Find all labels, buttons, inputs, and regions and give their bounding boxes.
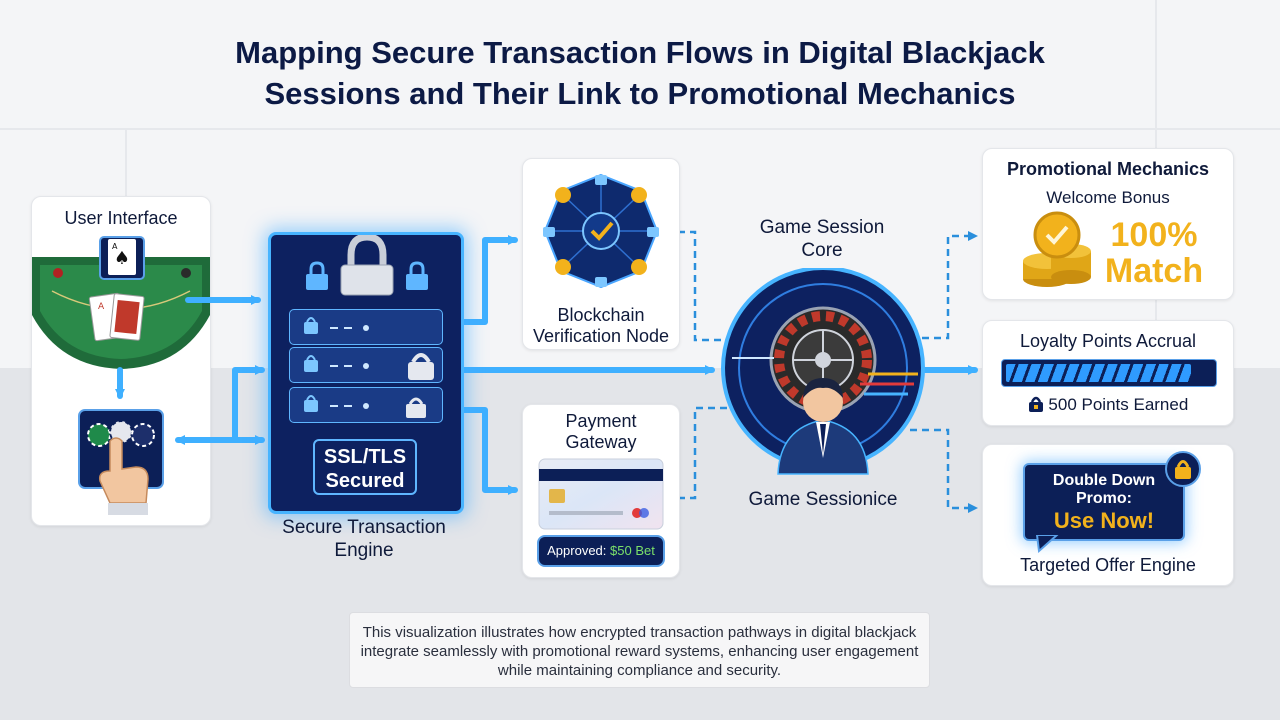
padlock-icon [304, 353, 434, 380]
blockchain-node-panel: Blockchain Verification Node [522, 158, 680, 350]
node-check-icon [555, 187, 647, 275]
ssl-tls-badge: SSL/TLS Secured [313, 439, 417, 495]
padlock-icon [1165, 451, 1201, 487]
bubble-tail [1035, 535, 1059, 554]
padlock-icon [306, 261, 328, 290]
approved-status-label: Approved: [547, 543, 607, 558]
padlock-icon [406, 261, 428, 290]
bubble-line-2: Promo: [1076, 490, 1132, 507]
targeted-offer-caption: Targeted Offer Engine [1020, 555, 1196, 575]
blockchain-network-illustration [543, 173, 659, 289]
blockchain-caption: Blockchain Verification Node [532, 305, 670, 346]
encryption-channel [289, 309, 443, 345]
secure-transaction-engine: SSL/TLS Secured [268, 232, 464, 514]
padlock-icon [543, 175, 659, 287]
dealer-icon [777, 378, 869, 475]
padlock-icon [304, 317, 369, 334]
approved-status-badge: Approved: $50 Bet [537, 535, 665, 567]
padlock-icon [340, 235, 394, 296]
credit-card-icon [538, 458, 664, 530]
engine-illustration [306, 235, 428, 296]
promo-offer-line1: 100% [1110, 216, 1198, 254]
card-icon: ♠ A [99, 236, 145, 280]
bubble-line-1: Double Down [1052, 472, 1156, 489]
footer-description: This visualization illustrates how encry… [349, 612, 930, 688]
encryption-channel [289, 387, 443, 423]
speed-lines [732, 357, 918, 396]
coin-icon [1023, 211, 1091, 287]
hand-icon [98, 437, 149, 515]
game-core-bottom-caption: Game Sessionice [748, 489, 898, 510]
loyalty-progress-fill [1006, 364, 1191, 382]
loyalty-progress-bar [1001, 359, 1217, 387]
loyalty-points-panel: Loyalty Points Accrual 500 Points Earned [982, 320, 1234, 426]
user-interface-illustration: ♠ A A [32, 236, 210, 515]
user-interface-label: User Interface [64, 208, 178, 228]
loyalty-points-row: 500 Points Earned [983, 395, 1233, 415]
title-line-1: Mapping Secure Transaction Flows in Digi… [235, 35, 1045, 70]
loyalty-points-text: 500 Points Earned [1048, 395, 1189, 414]
game-session-core-illustration [721, 268, 925, 475]
promotional-mechanics-panel: Promotional Mechanics Welcome Bonus 100%… [982, 148, 1234, 300]
svg-text:♠: ♠ [114, 248, 130, 269]
svg-text:A: A [112, 242, 118, 251]
game-core-caption: Game Session Core [759, 217, 885, 261]
padlock-icon [304, 395, 426, 418]
padlock-icon [1028, 396, 1043, 412]
promo-offer: 100% Match [1089, 217, 1219, 289]
targeted-offer-panel: Double Down Promo: Use Now! Targeted Off… [982, 444, 1234, 586]
promo-panel-title: Promotional Mechanics [1006, 159, 1210, 179]
payment-caption: Payment Gateway [565, 411, 637, 452]
approved-amount: $50 Bet [610, 543, 655, 558]
roulette-icon [769, 306, 877, 414]
title-line-2: Sessions and Their Link to Promotional M… [264, 76, 1016, 111]
loyalty-panel-title: Loyalty Points Accrual [1019, 331, 1197, 351]
promo-speech-bubble: Double Down Promo: Use Now! [1023, 463, 1185, 541]
use-now-button[interactable]: Use Now! [1053, 508, 1155, 533]
encryption-channel [289, 347, 443, 383]
engine-caption: Secure Transaction Engine [282, 517, 446, 561]
promo-panel-subtitle: Welcome Bonus [1046, 188, 1170, 207]
payment-gateway-panel: Payment Gateway Approved: $50 Bet [522, 404, 680, 578]
background-line [0, 128, 1280, 130]
svg-text:A: A [98, 302, 105, 312]
hand-cards-icon: A [88, 292, 145, 342]
page-title: Mapping Secure Transaction Flows in Digi… [140, 32, 1140, 114]
user-interface-panel: User Interface ♠ A A [31, 196, 211, 526]
promo-offer-line2: Match [1104, 252, 1204, 290]
